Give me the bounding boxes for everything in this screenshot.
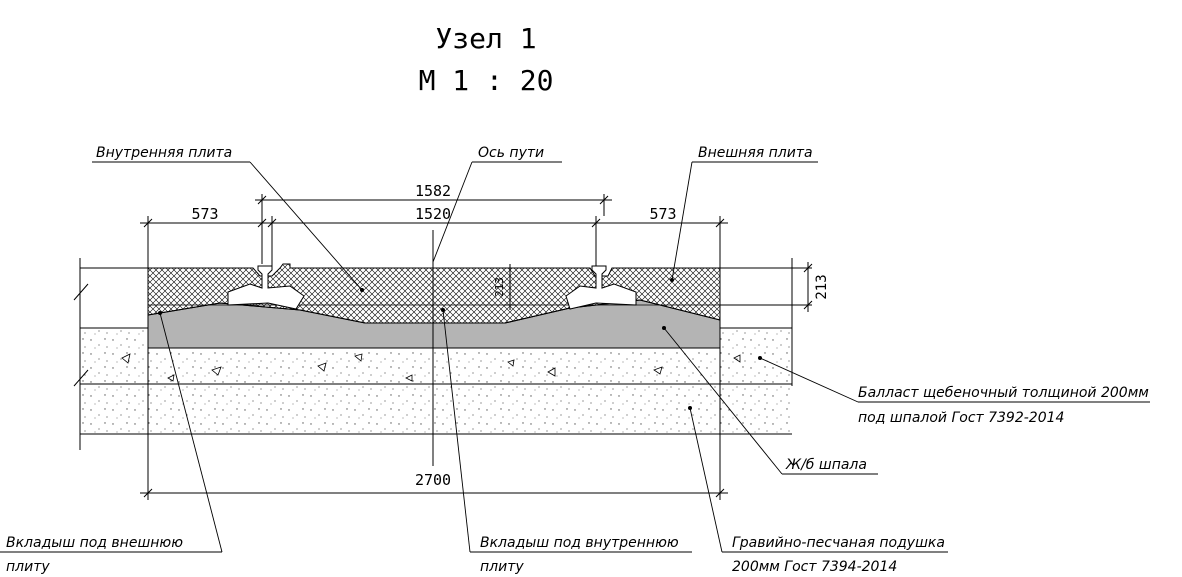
label-outer-insert-1: Вкладыш под внешнюю [6, 535, 183, 551]
title-line-1: Узел 1 [435, 22, 536, 55]
label-ballast-1: Балласт щебеночный толщиной 200мм [858, 385, 1149, 401]
label-cushion-1: Гравийно-песчаная подушка [732, 535, 945, 551]
label-inner-insert-1: Вкладыш под внутреннюю [480, 535, 679, 551]
title-line-2: М 1 : 20 [419, 64, 554, 97]
rail-left [227, 265, 305, 310]
label-outer-insert-2: плиту [6, 559, 50, 575]
label-cushion-2: 200мм Гост 7394-2014 [732, 559, 897, 575]
dim-573-right: 573 [649, 205, 676, 223]
label-inner-insert-2: плиту [480, 559, 524, 575]
rail-right [565, 265, 637, 310]
dim-1582: 1582 [415, 182, 451, 200]
label-ballast-2: под шпалой Гост 7392-2014 [858, 410, 1064, 426]
dim-1520: 1520 [415, 205, 451, 223]
label-inner-slab: Внутренняя плита [96, 145, 232, 161]
dim-213-inner: 213 [493, 277, 506, 297]
label-outer-slab: Внешняя плита [698, 145, 813, 161]
dimension-lines [140, 194, 813, 500]
label-sleeper: Ж/б шпала [785, 457, 867, 473]
dim-213-outer: 213 [814, 274, 830, 299]
leader-dots [158, 278, 762, 410]
leader-lines [0, 161, 1150, 553]
label-track-axis: Ось пути [478, 145, 544, 161]
dim-2700: 2700 [415, 471, 451, 489]
dim-573-left: 573 [191, 205, 218, 223]
break-mark [73, 258, 89, 450]
cushion-layer [80, 384, 792, 435]
